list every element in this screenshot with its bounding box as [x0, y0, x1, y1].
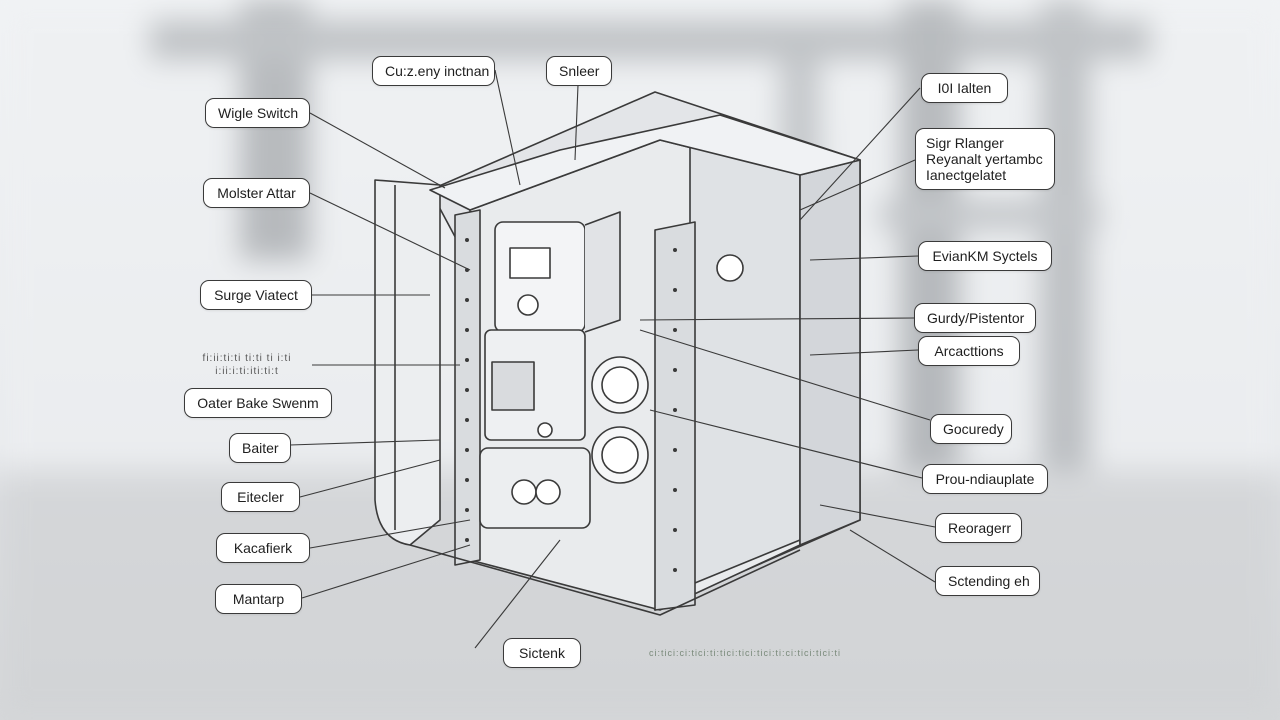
cabinet-left-door — [374, 179, 441, 546]
label-sigr-line-1: Sigr Rlanger — [926, 135, 1004, 151]
label-kacafierk: Kacafierk — [216, 533, 310, 563]
leader-evian — [809, 255, 919, 261]
leader-prou — [649, 409, 923, 479]
label-mantarp: Mantarp — [215, 584, 302, 614]
leader-bottom-center — [474, 539, 561, 649]
leader-top-left-a — [494, 69, 521, 186]
leader-top-right-a — [799, 87, 921, 221]
label-wigle-switch: Wigle Switch — [205, 98, 310, 128]
label-outer-bake: Oater Bake Swenm — [184, 388, 332, 418]
label-evian-systels: EvianKM Syctels — [918, 241, 1052, 271]
middle-device — [484, 329, 586, 441]
label-surge-viatect: Surge Viatect — [200, 280, 312, 310]
leader-reoragerr — [819, 504, 936, 528]
label-baiter: Baiter — [229, 433, 291, 463]
cabinet-base — [409, 544, 801, 616]
label-gurdy-pistentor: Gurdy/Pistentor — [914, 303, 1036, 333]
leader-mantarp — [301, 544, 471, 599]
label-sigr: Sigr Rlanger Reyanalt yertambc Ianectgel… — [915, 128, 1055, 190]
leader-molster-attar — [309, 192, 471, 271]
label-top-right-a: I0I Ialten — [921, 73, 1008, 103]
leader-top-center — [574, 84, 579, 161]
leader-kacafierk — [309, 519, 471, 549]
label-molster-attar: Molster Attar — [203, 178, 310, 208]
label-eitecler: Eitecler — [221, 482, 300, 512]
cabinet-right-panel — [689, 134, 801, 586]
cabinet-left-rail — [454, 209, 481, 566]
label-noisy-left: fi:ii:ti:ti ti:ti ti i:ti i:ii:i:ti:iti:… — [202, 353, 292, 377]
label-prou-ndiauplate: Prou-ndiauplate — [922, 464, 1048, 494]
leader-baiter — [289, 439, 441, 446]
cabinet-far-right-strip — [799, 159, 861, 546]
leader-gurdy — [639, 317, 915, 321]
side-knob — [716, 254, 744, 282]
leader-arcacttions — [809, 349, 919, 356]
label-top-left-a: Cu:z.eny inctnan — [372, 56, 495, 86]
leader-gocuredy — [639, 329, 931, 421]
leader-sctending — [849, 529, 936, 583]
label-gocuredy: Gocuredy — [930, 414, 1012, 444]
leader-eitecler — [299, 459, 441, 498]
label-bottom-center: Sictenk — [503, 638, 581, 668]
label-reoragerr: Reoragerr — [935, 513, 1022, 543]
label-bottom-faint: ci:tici:ci:tici:ti:tici:tici:tici:ti:ci:… — [648, 648, 841, 658]
label-sigr-line-2: Reyanalt yertambc — [926, 151, 1043, 167]
leader-sigr — [799, 159, 916, 211]
leader-wigle-switch — [309, 112, 446, 189]
label-sctending: Sctending eh — [935, 566, 1040, 596]
label-arcacttions: Arcacttions — [918, 336, 1020, 366]
cabinet-top — [429, 114, 861, 211]
label-sigr-line-3: Ianectgelatet — [926, 167, 1007, 183]
label-top-center: Snleer — [546, 56, 612, 86]
